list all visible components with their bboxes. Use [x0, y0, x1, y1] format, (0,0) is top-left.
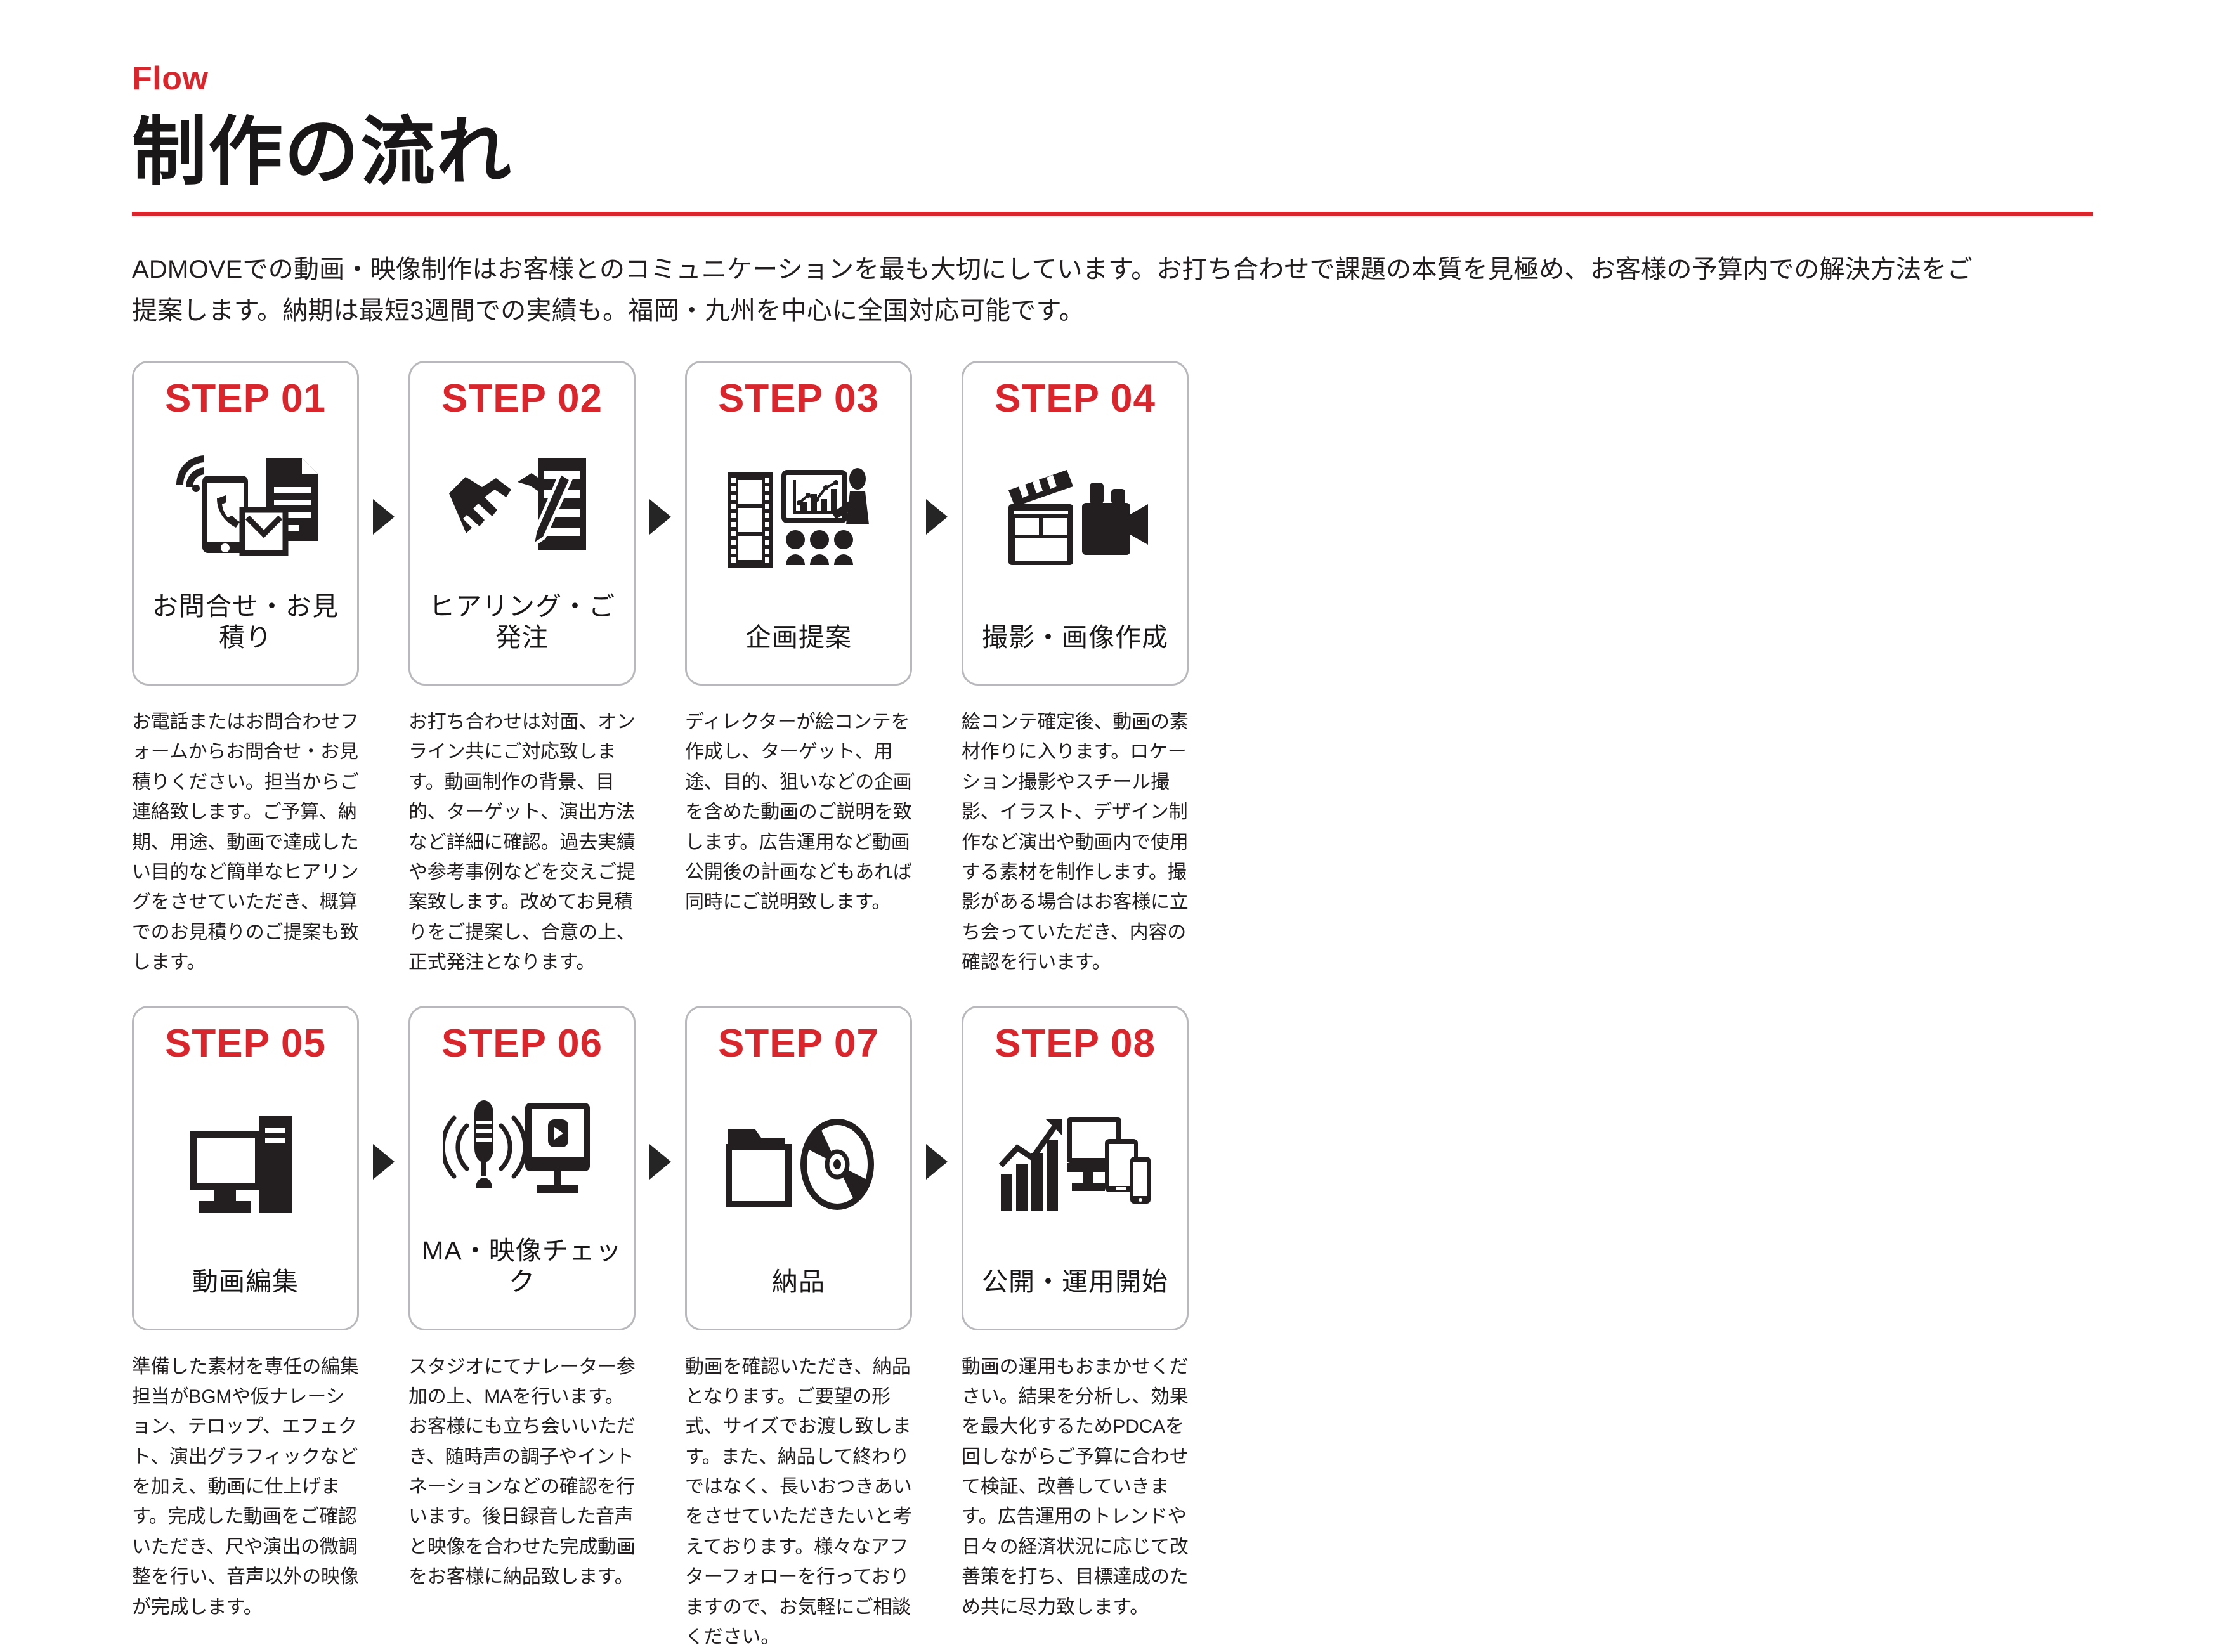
clapperboard-camera-icon: [974, 419, 1177, 622]
folder-disc-icon: [697, 1063, 900, 1267]
step-card-1[interactable]: STEP 01: [132, 361, 359, 686]
step-column-5: STEP 05: [132, 1005, 359, 1623]
handshake-contract-icon: [421, 419, 623, 591]
step-column-2: STEP 02: [408, 361, 636, 978]
step-label-8: STEP 08: [994, 1021, 1156, 1065]
step-arrow-6-7: [636, 1006, 685, 1180]
step-column-8: STEP 08: [962, 1005, 1189, 1623]
step-arrow-7-8: [912, 1006, 962, 1180]
header-divider: [132, 212, 2093, 217]
step-title-1: お問合せ・お見積り: [152, 591, 339, 652]
step-arrow-3-4: [912, 361, 962, 535]
step-description-6: スタジオにてナレーター参加の上、MAを行います。お客様にも立ち会いいただき、随時…: [408, 1356, 636, 1588]
step-card-4[interactable]: STEP 04: [962, 361, 1189, 686]
step-card-6[interactable]: STEP 06: [408, 1005, 636, 1330]
phone-mail-document-icon: [144, 419, 347, 591]
step-label-7: STEP 07: [717, 1021, 879, 1065]
step-title-7: 納品: [772, 1267, 825, 1297]
step-title-2: ヒアリング・ご発注: [429, 591, 615, 652]
step-description-5: 準備した素材を専任の編集担当がBGMや仮ナレーション、テロップ、エフェクト、演出…: [132, 1356, 359, 1618]
step-title-8: 公開・運用開始: [982, 1267, 1168, 1297]
intro-line-2: 提案します。納期は最短3週間での実績も。福岡・九州を中心に全国対応可能です。: [132, 297, 1085, 325]
step-title-6: MA・映像チェック: [422, 1236, 622, 1297]
growth-chart-devices-icon: [974, 1063, 1177, 1267]
step-arrow-1-2: [359, 361, 408, 535]
step-arrow-5-6: [359, 1006, 408, 1180]
page-title: 制作の流れ: [132, 110, 513, 195]
step-description-2: お打ち合わせは対面、オンライン共にご対応致します。動画制作の背景、目的、ターゲッ…: [408, 712, 636, 973]
steps-row-2: STEP 05: [132, 1005, 2093, 1652]
filmstrip-presentation-icon: [697, 419, 900, 622]
step-arrow-2-3: [636, 361, 685, 535]
step-label-2: STEP 02: [441, 377, 603, 421]
step-card-8[interactable]: STEP 08: [962, 1005, 1189, 1330]
step-card-7[interactable]: STEP 07: [685, 1005, 912, 1330]
step-title-3: 企画提案: [745, 622, 852, 652]
arrow-right-icon: [926, 1143, 948, 1180]
steps-grid: STEP 01: [132, 361, 2093, 1652]
section-eyebrow: Flow: [132, 60, 209, 97]
steps-row-1: STEP 01: [132, 361, 2093, 978]
step-label-4: STEP 04: [994, 377, 1156, 421]
desktop-computer-icon: [144, 1063, 347, 1267]
step-card-2[interactable]: STEP 02: [408, 361, 636, 686]
step-description-1: お電話またはお問合わせフォームからお問合せ・お見積りください。担当からご連絡致し…: [132, 712, 359, 973]
step-description-8: 動画の運用もおまかせください。結果を分析し、効果を最大化するためPDCAを回しな…: [962, 1356, 1189, 1618]
step-label-3: STEP 03: [717, 377, 879, 421]
microphone-monitor-play-icon: [421, 1063, 623, 1236]
flow-page: Flow 制作の流れ ADMOVEでの動画・映像制作はお客様とのコミュニケーショ…: [132, 0, 2093, 1648]
step-label-5: STEP 05: [164, 1021, 326, 1065]
step-column-6: STEP 06: [408, 1005, 636, 1592]
step-title-4: 撮影・画像作成: [982, 622, 1168, 652]
step-card-3[interactable]: STEP 03: [685, 361, 912, 686]
step-title-5: 動画編集: [192, 1267, 299, 1297]
intro-line-1: ADMOVEでの動画・映像制作はお客様とのコミュニケーションを最も大切にしていま…: [132, 256, 1973, 284]
step-description-3: ディレクターが絵コンテを作成し、ターゲット、用途、目的、狙いなどの企画を含めた動…: [685, 712, 912, 913]
arrow-right-icon: [926, 499, 948, 535]
arrow-right-icon: [373, 1143, 395, 1180]
arrow-right-icon: [649, 499, 671, 535]
step-column-7: STEP 07: [685, 1005, 912, 1652]
step-label-1: STEP 01: [164, 377, 326, 421]
arrow-right-icon: [649, 1143, 671, 1180]
arrow-right-icon: [373, 499, 395, 535]
step-column-1: STEP 01: [132, 361, 359, 978]
page-header: Flow 制作の流れ: [132, 0, 2093, 217]
step-description-4: 絵コンテ確定後、動画の素材作りに入ります。ロケーション撮影やスチール撮影、イラス…: [962, 712, 1189, 973]
step-column-4: STEP 04: [962, 361, 1189, 978]
step-card-5[interactable]: STEP 05: [132, 1005, 359, 1330]
step-description-7: 動画を確認いただき、納品となります。ご要望の形式、サイズでお渡し致します。また、…: [685, 1356, 912, 1648]
step-label-6: STEP 06: [441, 1021, 603, 1065]
step-column-3: STEP 03: [685, 361, 912, 918]
intro-paragraph: ADMOVEでの動画・映像制作はお客様とのコミュニケーションを最も大切にしていま…: [132, 249, 2093, 332]
